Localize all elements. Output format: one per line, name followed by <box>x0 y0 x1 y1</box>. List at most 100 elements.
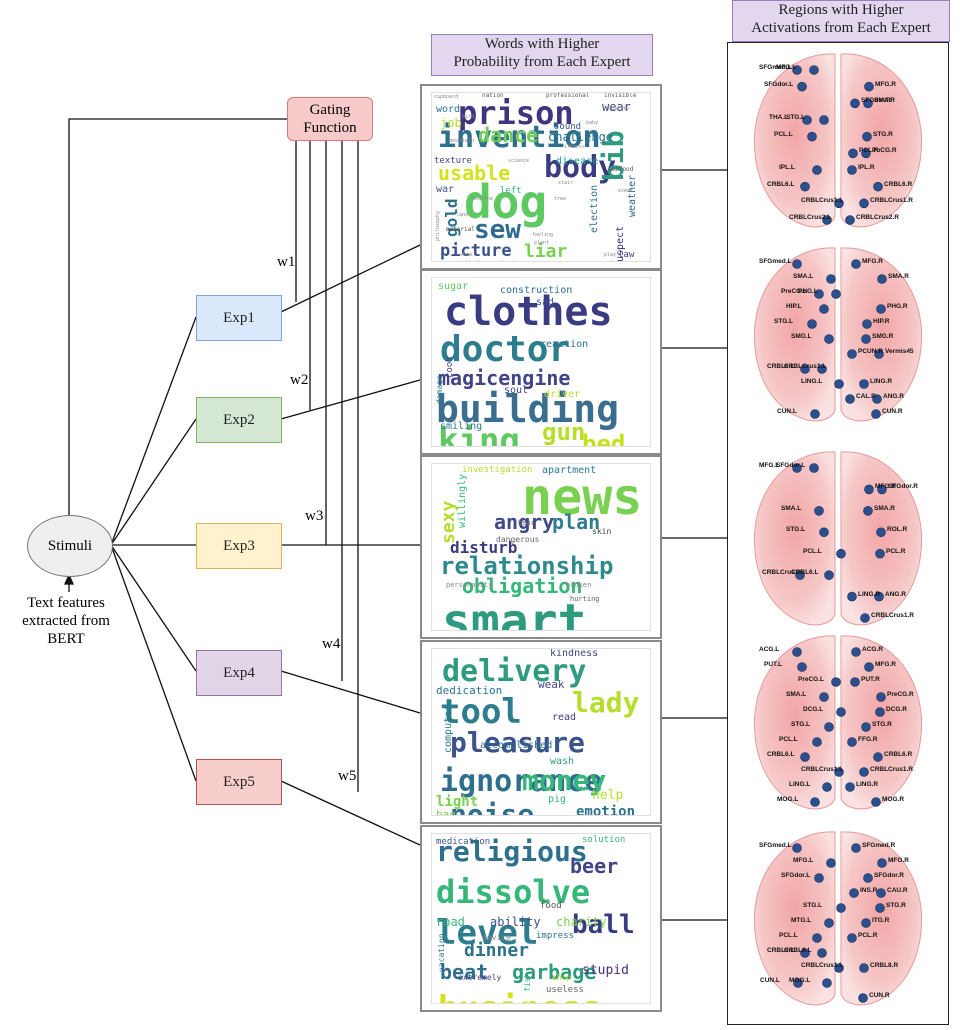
cloud-word: dog <box>464 175 548 229</box>
region-label: CRBL6.L <box>767 751 795 758</box>
region-label: Vermis45 <box>885 348 914 355</box>
activation-node <box>814 289 824 299</box>
activation-node <box>874 349 884 359</box>
stimuli-node: Stimuli <box>27 515 113 577</box>
cloud-word: body <box>544 150 617 185</box>
cloud-word: play <box>604 252 617 258</box>
cloud-word: computer <box>443 704 454 753</box>
activation-node <box>792 463 802 473</box>
region-label: HIP.L <box>786 303 802 310</box>
activation-node <box>819 115 829 125</box>
region-label: MOG.L <box>777 796 799 803</box>
activation-node <box>822 215 832 225</box>
region-label: PCL.L <box>774 130 793 138</box>
cloud-word: driver <box>544 389 581 400</box>
activation-node <box>814 873 824 883</box>
brain-hemispheres <box>753 635 923 810</box>
activation-node <box>800 948 810 958</box>
activation-node <box>817 364 827 374</box>
activation-node <box>876 888 886 898</box>
stimuli-label: Stimuli <box>47 537 93 554</box>
region-label: LING.L <box>801 378 823 385</box>
cloud-word: dinner <box>464 940 530 961</box>
activation-node <box>792 647 802 657</box>
cloud-word: vacation <box>437 933 446 972</box>
activation-node <box>807 319 817 329</box>
activation-node <box>824 334 834 344</box>
region-label: LING.R <box>870 378 893 385</box>
cloud-word: willingly <box>457 473 468 528</box>
activation-node <box>822 782 832 792</box>
region-label: STG.L <box>786 114 806 121</box>
activation-node <box>819 304 829 314</box>
activation-node <box>807 131 817 142</box>
cloud-word: material <box>446 226 475 233</box>
activation-node <box>875 903 885 913</box>
region-label: PCL.L <box>779 932 798 939</box>
region-label: MFG.R <box>875 483 896 491</box>
note-line3: BERT <box>47 631 85 647</box>
region-label: ACG.L <box>759 646 780 653</box>
left-hemisphere <box>753 831 836 1006</box>
activation-node <box>851 259 861 269</box>
activation-node <box>859 963 869 973</box>
cloud-word: feeling <box>532 232 554 238</box>
region-label: MFG.R <box>875 661 896 668</box>
activation-node <box>809 65 819 75</box>
cloud-word: tree <box>554 196 567 202</box>
weight-label-5: w5 <box>338 768 357 784</box>
activation-node <box>812 933 822 943</box>
cloud-word: garbage <box>512 960 597 984</box>
region-label: CRBL8.R <box>870 962 899 969</box>
cloud-word: bag <box>436 808 456 816</box>
cloud-word: job <box>440 116 462 130</box>
cloud-word: argumentatively <box>438 261 483 262</box>
right-hemisphere <box>840 831 923 1006</box>
region-label: ROL.R <box>887 526 908 534</box>
cloud-word: dangerous <box>496 535 540 544</box>
region-label: SMA.L <box>781 504 802 512</box>
activation-node <box>845 394 855 404</box>
cloud-word: king <box>438 421 520 447</box>
region-label: PCUN.R <box>858 348 883 355</box>
region-label: CRBLCrus2.R <box>856 214 899 221</box>
region-label: CAL.R <box>856 393 876 400</box>
cloud-word: smart <box>442 594 587 631</box>
activation-node <box>864 662 874 672</box>
activation-node <box>875 548 885 559</box>
region-label: LING.L <box>789 781 811 788</box>
cloud-word: disease <box>556 156 599 167</box>
region-label: CRBL8.L <box>784 947 812 954</box>
region-label: SFGmed.L <box>759 258 792 265</box>
cloud-word: philosophy <box>435 210 441 241</box>
cloud-word: bed <box>582 430 626 447</box>
activation-node <box>861 148 871 159</box>
region-label: CRBLCrus1.L <box>762 569 805 577</box>
cloud-word: land <box>456 212 469 218</box>
activation-node <box>845 782 855 792</box>
region-label: IPL.L <box>779 164 795 171</box>
region-label: PreCG.R <box>887 691 914 698</box>
cloud-word: reaction <box>540 339 589 350</box>
cloud-word: baby <box>586 120 599 126</box>
cloud-word: cupboard <box>434 94 459 100</box>
region-label: SFGdor.L <box>781 872 811 879</box>
activation-node <box>802 115 812 125</box>
activation-node <box>874 591 884 602</box>
region-label: SMA.L <box>793 273 814 280</box>
activation-node <box>812 165 822 175</box>
activation-node <box>860 613 870 623</box>
right-hemisphere <box>840 635 923 810</box>
region-label: PCL.R <box>858 932 878 939</box>
region-label: PCL.R <box>886 547 906 555</box>
cloud-word: brain <box>502 261 517 262</box>
cloud-word: religious <box>436 835 588 868</box>
activation-node <box>875 707 885 717</box>
cloud-word: accomplished <box>480 740 553 751</box>
region-label: STG.L <box>786 526 806 534</box>
activation-node <box>876 692 886 702</box>
left-hemisphere <box>753 247 836 422</box>
